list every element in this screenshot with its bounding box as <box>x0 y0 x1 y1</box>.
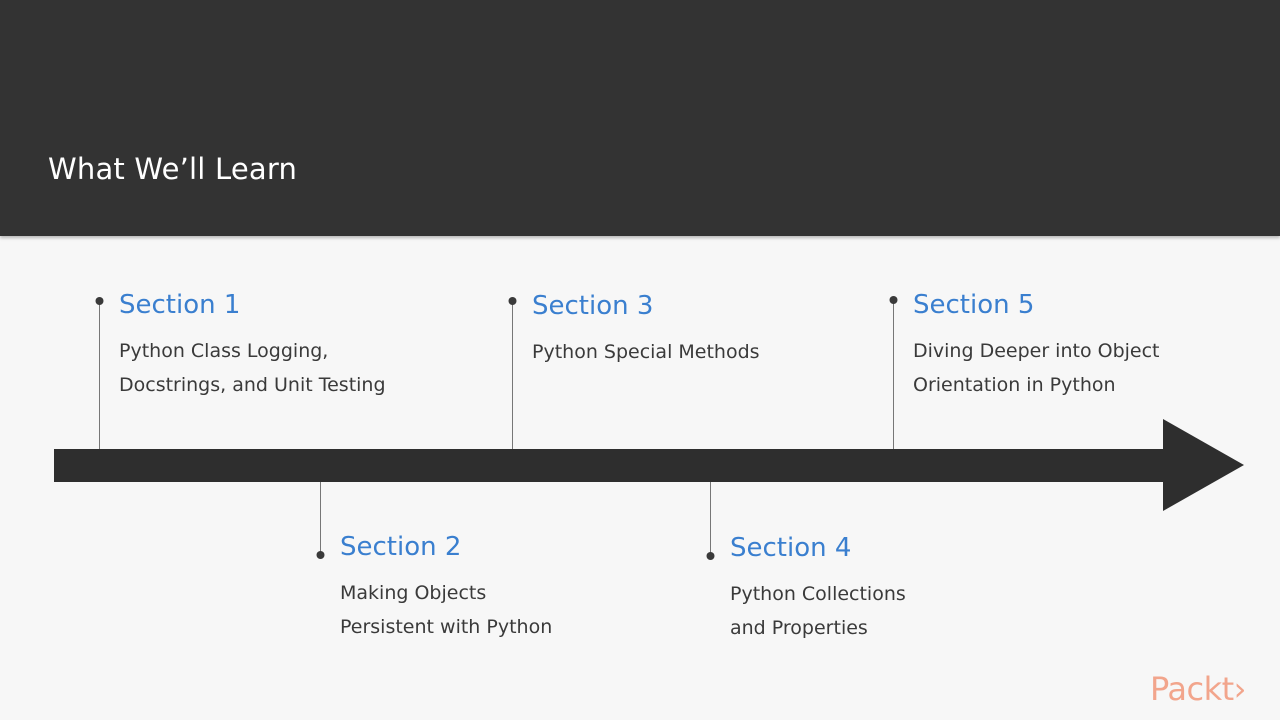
section-1-title: Section 1 <box>119 290 241 320</box>
section-1-desc-line2: Docstrings, and Unit Testing <box>119 374 386 396</box>
section-2-connector <box>316 482 325 559</box>
section-5-desc-line1: Diving Deeper into Object <box>913 340 1160 362</box>
section-3-desc-line1: Python Special Methods <box>532 341 760 363</box>
section-2-desc-line2: Persistent with Python <box>340 616 553 638</box>
section-3-connector <box>508 297 517 449</box>
packt-logo: Packt› <box>1150 670 1246 708</box>
section-4-title: Section 4 <box>730 533 852 563</box>
section-5-desc-line2: Orientation in Python <box>913 374 1116 396</box>
section-4-desc-line2: and Properties <box>730 617 868 639</box>
section-1-connector <box>95 297 104 449</box>
section-3-title: Section 3 <box>532 291 654 321</box>
section-2-desc-line1: Making Objects <box>340 582 487 604</box>
page-title: What We’ll Learn <box>48 152 298 186</box>
section-1-desc-line1: Python Class Logging, <box>119 340 329 362</box>
section-5-title: Section 5 <box>913 290 1035 320</box>
section-4-desc-line1: Python Collections <box>730 583 906 605</box>
timeline-arrow <box>54 419 1244 511</box>
section-5-connector <box>889 296 898 449</box>
section-2-title: Section 2 <box>340 532 462 562</box>
header-bar: What We’ll Learn <box>0 0 1280 236</box>
section-4-connector <box>706 482 715 560</box>
